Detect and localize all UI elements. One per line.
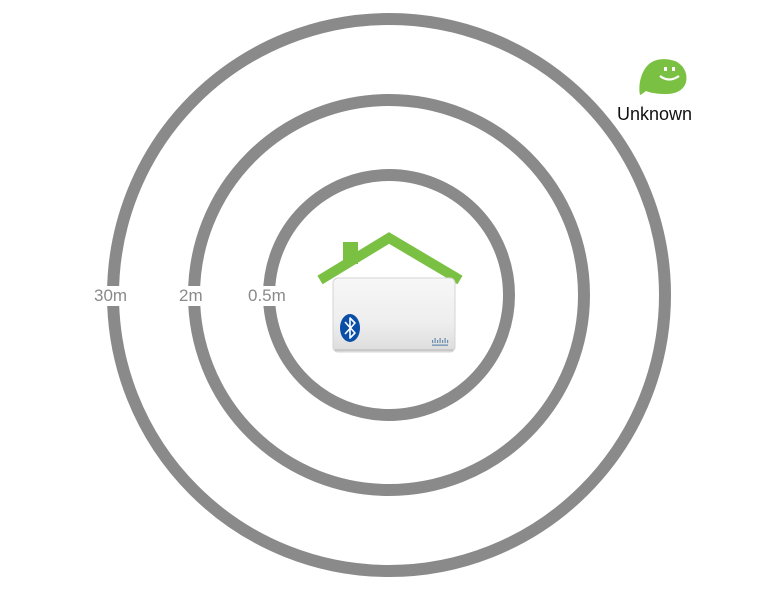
- cisco-logo: [432, 338, 449, 346]
- unknown-device-label: Unknown: [617, 104, 693, 124]
- range-label-2m: 2m: [177, 286, 205, 306]
- bluetooth-icon: [340, 314, 360, 342]
- house-roof-icon: [317, 232, 463, 285]
- range-label-05m: 0.5m: [246, 286, 288, 306]
- beacon-device: [332, 277, 456, 353]
- range-label-30m: 30m: [92, 286, 130, 306]
- smiley-speech-bubble-icon: [639, 59, 687, 95]
